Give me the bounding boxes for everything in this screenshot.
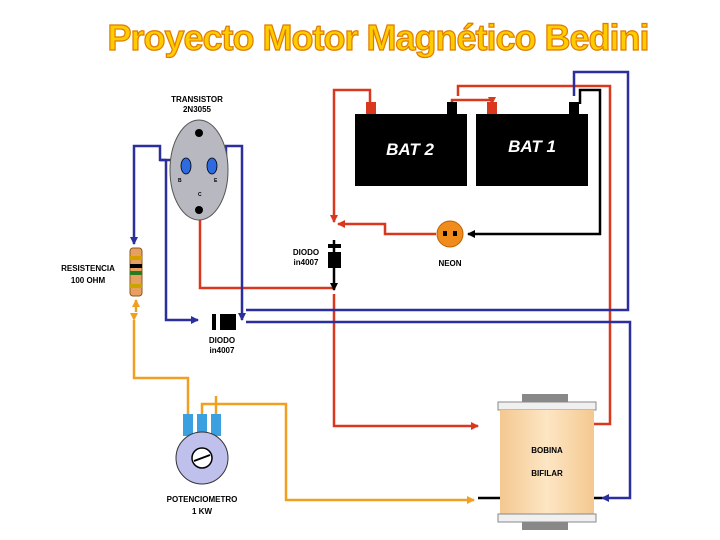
diode-bottom: DIODO in4007 [209, 314, 236, 355]
potentiometer-label-2: 1 KW [192, 507, 212, 516]
page-title: Proyecto Motor Magnético Bedini [107, 17, 648, 58]
battery-1: BAT 1 [476, 102, 588, 186]
transistor-label-1: TRANSISTOR [171, 95, 223, 104]
diode-bottom-label-1: DIODO [209, 336, 235, 345]
potentiometer-label-1: POTENCIOMETRO [167, 495, 238, 504]
pin-label-c: C [198, 192, 202, 198]
bat1-positive-terminal [487, 102, 497, 114]
resistor-label-1: RESISTENCIA [61, 264, 115, 273]
orange-wires [130, 299, 475, 504]
potentiometer: POTENCIOMETRO 1 KW [167, 414, 238, 516]
coil-label-2: BIFILAR [531, 469, 563, 478]
coil-label-1: BOBINA [531, 446, 563, 455]
bifilar-coil: BOBINA BIFILAR [497, 394, 597, 530]
bat1-negative-terminal [569, 102, 579, 114]
blue-wires [130, 70, 632, 502]
pin-label-e: E [214, 178, 218, 184]
bat2-negative-terminal [447, 102, 457, 114]
diode-top-label-2: in4007 [294, 258, 319, 267]
battery-2: BAT 2 [355, 102, 467, 186]
resistor-label-2: 100 OHM [71, 276, 106, 285]
battery-1-label: BAT 1 [508, 137, 556, 156]
battery-2-label: BAT 2 [386, 140, 434, 159]
transistor-base-pin [180, 157, 192, 175]
resistor: RESISTENCIA 100 OHM [61, 247, 143, 297]
neon-lamp: NEON [436, 220, 464, 268]
diode-top-label-1: DIODO [293, 248, 319, 257]
transistor-label-2: 2N3055 [183, 105, 212, 114]
neon-label: NEON [438, 259, 461, 268]
pin-label-b: B [178, 178, 182, 184]
transistor: TRANSISTOR 2N3055 B E C [169, 95, 229, 221]
transistor-emitter-pin [206, 157, 218, 175]
red-wires [198, 84, 612, 430]
diode-top: DIODO in4007 [293, 244, 341, 268]
diode-bottom-label-2: in4007 [210, 346, 235, 355]
bat2-positive-terminal [366, 102, 376, 114]
